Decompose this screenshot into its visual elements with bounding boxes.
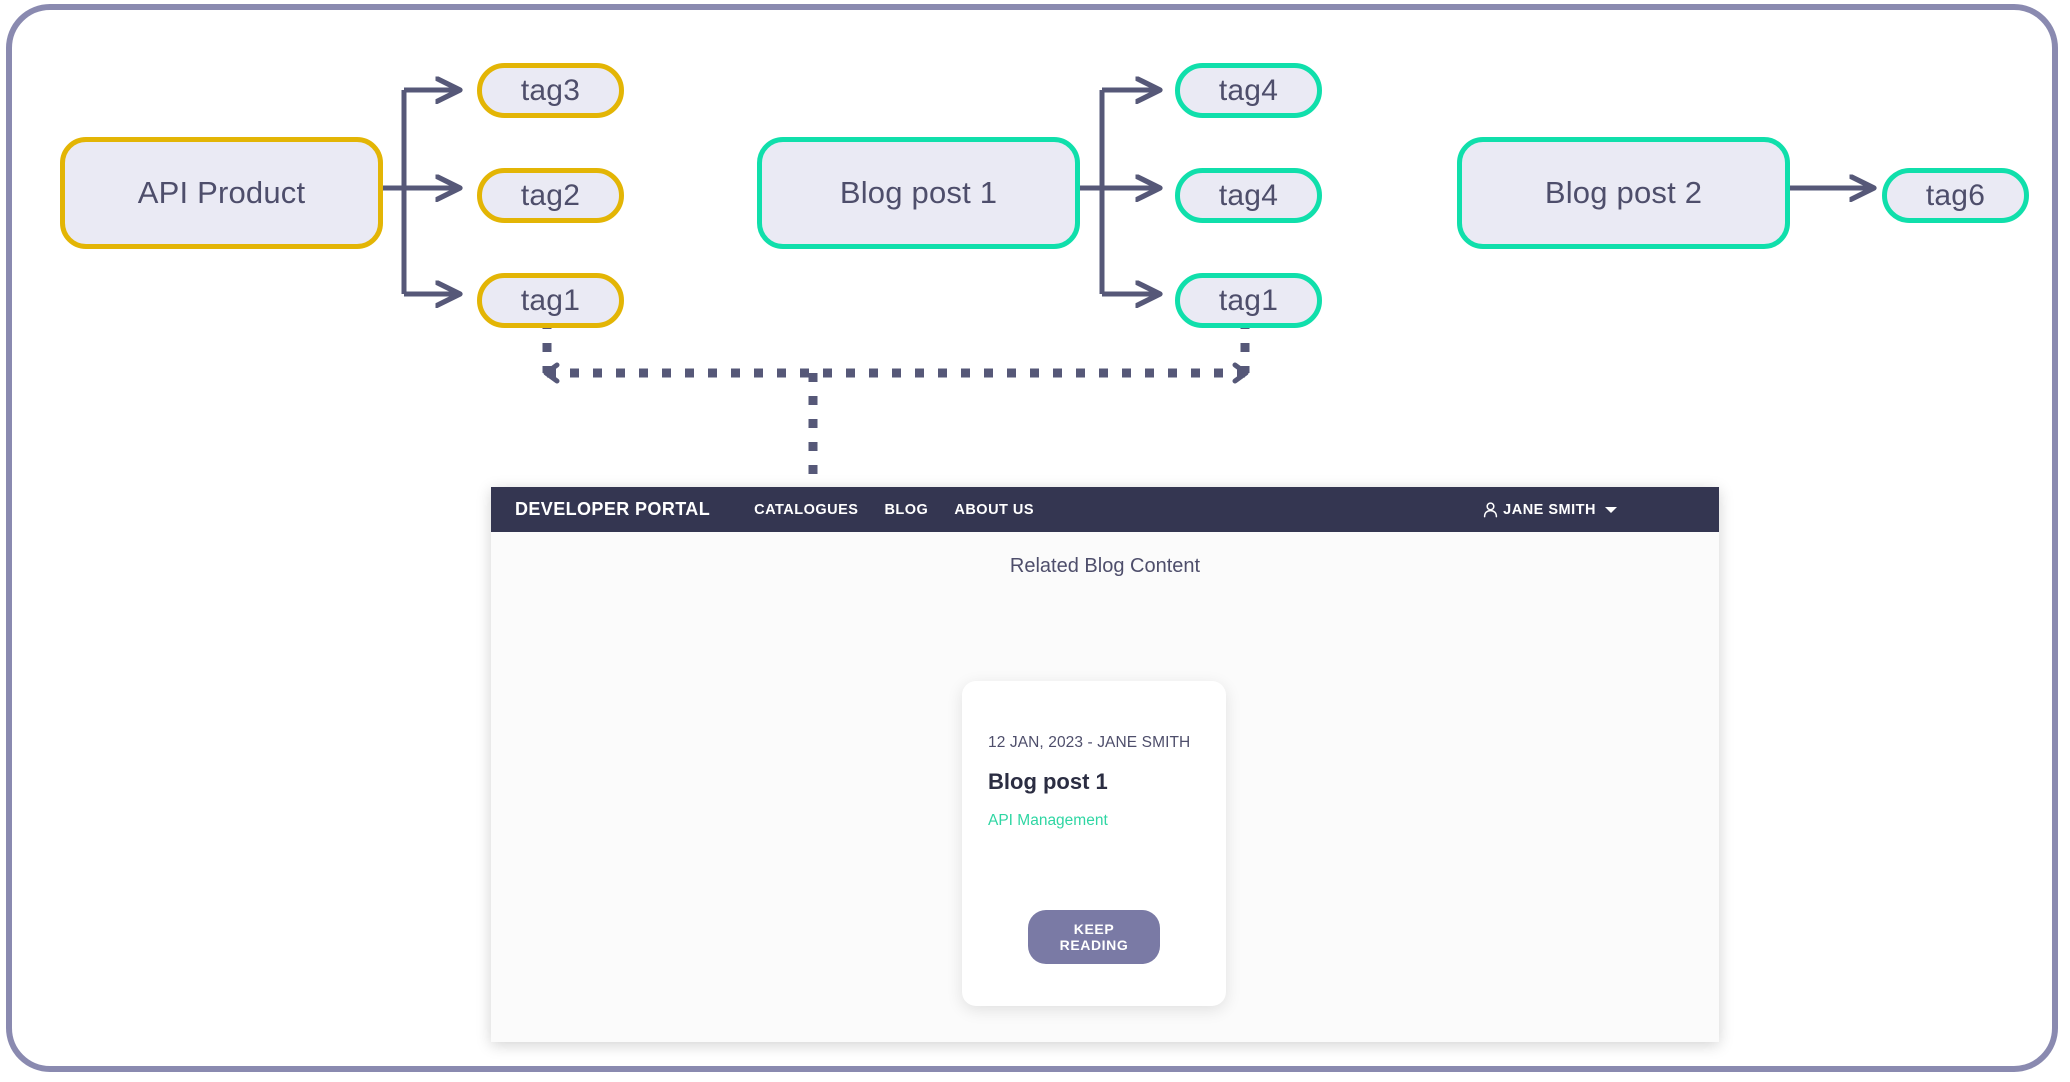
node-blog-post-1: Blog post 1 [757,137,1080,249]
node-label: tag1 [520,283,581,317]
related-blog-content-heading: Related Blog Content [1009,555,1201,577]
connector-blog-post-1 [1080,90,1160,294]
node-label: tag1 [1218,283,1279,317]
card-tag-link[interactable]: API Management [988,812,1108,829]
nav-item-blog[interactable]: BLOG [884,501,929,518]
chevron-down-icon [1605,506,1617,513]
person-icon [1483,501,1498,518]
node-tag4-b-blog-post-1: tag4 [1175,168,1322,223]
nav-item-catalogues[interactable]: CATALOGUES [754,501,859,518]
keep-reading-button[interactable]: KEEP READING [1028,910,1160,964]
node-label: tag6 [1925,178,1986,212]
portal-body: Related Blog Content 12 JAN, 2023 - JANE… [491,532,1719,1042]
card-title: Blog post 1 [988,769,1108,794]
node-label: Blog post 2 [1544,175,1703,210]
node-blog-post-2: Blog post 2 [1457,137,1790,249]
node-tag1-blog-post-1: tag1 [1175,273,1322,328]
node-tag2-api-product: tag2 [477,168,624,223]
connector-api-product [383,90,460,294]
portal-brand: DEVELOPER PORTAL [515,499,711,519]
card-meta: 12 JAN, 2023 - JANE SMITH [988,734,1191,751]
node-label: tag4 [1218,178,1279,212]
blog-post-card[interactable]: 12 JAN, 2023 - JANE SMITH Blog post 1 AP… [962,681,1226,1006]
user-menu[interactable]: JANE SMITH [1483,502,1695,518]
developer-portal-panel: DEVELOPER PORTAL CATALOGUES BLOG ABOUT U… [491,487,1719,1042]
node-tag3-api-product: tag3 [477,63,624,118]
node-tag1-api-product: tag1 [477,273,624,328]
page-frame: API Product Blog post 1 Blog post 2 tag3… [6,4,2058,1072]
node-label: API Product [137,175,306,210]
node-label: tag2 [520,178,581,212]
portal-header: DEVELOPER PORTAL CATALOGUES BLOG ABOUT U… [491,487,1719,532]
node-tag6-blog-post-2: tag6 [1882,168,2029,223]
node-api-product: API Product [60,137,383,249]
node-label: Blog post 1 [839,175,998,210]
node-label: tag4 [1218,73,1279,107]
node-tag4-a-blog-post-1: tag4 [1175,63,1322,118]
node-label: tag3 [520,73,581,107]
nav-item-about-us[interactable]: ABOUT US [954,501,1035,518]
user-name: JANE SMITH [1503,501,1596,518]
